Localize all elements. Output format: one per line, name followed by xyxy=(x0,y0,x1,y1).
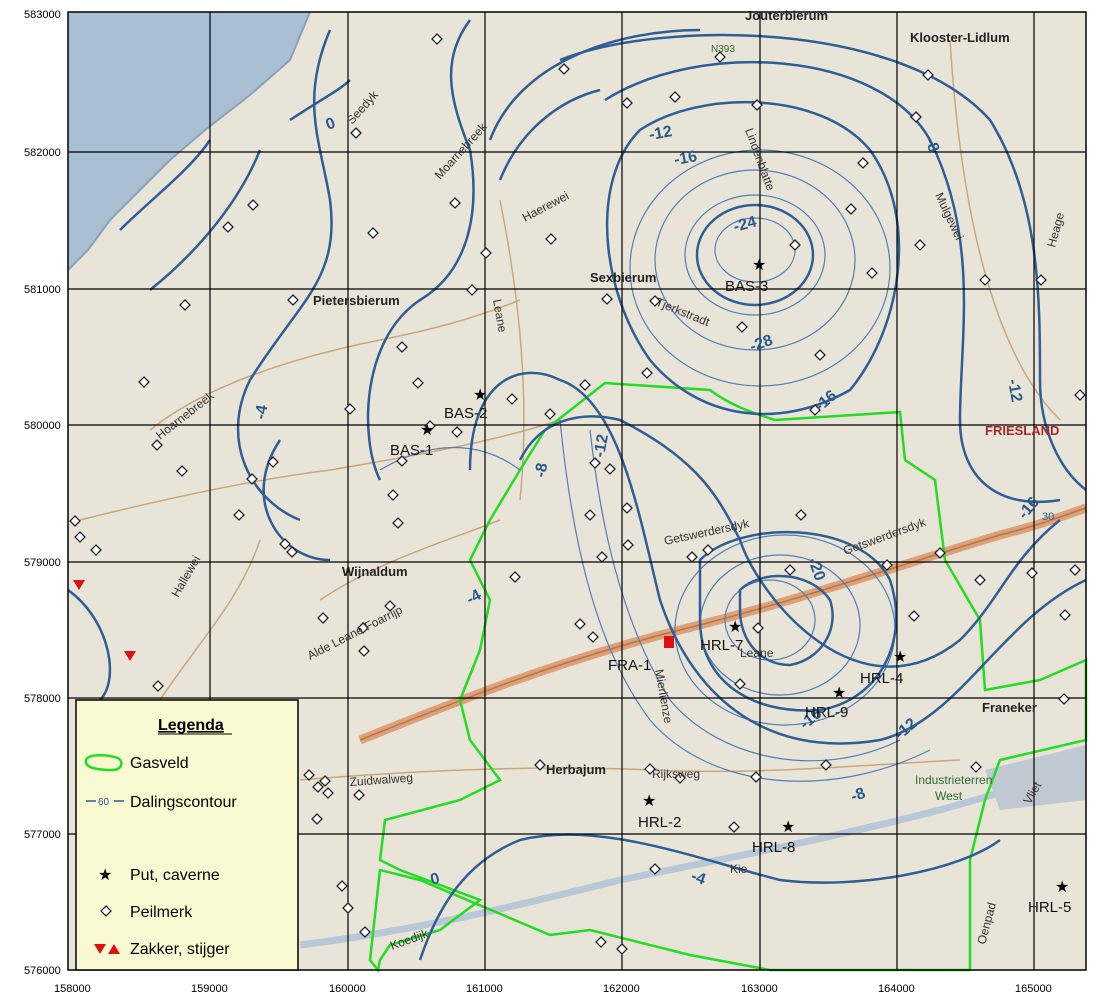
x-tick: 161000 xyxy=(466,983,503,995)
contour-label: -20 xyxy=(804,556,828,584)
canal xyxy=(299,761,1088,949)
x-tick: 162000 xyxy=(603,983,640,995)
place-sexbierum: Sexbierum xyxy=(590,270,656,285)
well-star: ★ xyxy=(473,385,487,404)
y-tick: 582000 xyxy=(24,147,61,159)
contour-label: -8 xyxy=(532,462,551,479)
benchmarks xyxy=(69,33,1086,955)
place-wijnaldum: Wijnaldum xyxy=(342,564,408,579)
x-tick: 165000 xyxy=(1015,983,1052,995)
place-pietersbierum: Pietersbierum xyxy=(313,293,400,308)
legend-benchmark: Peilmerk xyxy=(130,904,193,921)
contour-label: 0 xyxy=(429,870,442,889)
x-tick: 158000 xyxy=(54,983,91,995)
x-tick: 164000 xyxy=(878,983,915,995)
well-label-bas3: BAS-3 xyxy=(725,278,768,295)
place-top: Jouterbierum xyxy=(745,8,828,23)
well-label-bas1: BAS-1 xyxy=(390,442,433,459)
contour-label: -12 xyxy=(648,123,674,144)
well-label-hrl4: HRL-4 xyxy=(860,670,903,687)
legend-contour-sample: 60 xyxy=(98,797,110,808)
contour-label: -8 xyxy=(849,785,868,806)
legend-box xyxy=(75,699,299,971)
contour-label: -12 xyxy=(1004,378,1025,404)
x-tick: 160000 xyxy=(329,983,366,995)
legend-gas-field: Gasveld xyxy=(130,755,189,772)
legend-stijger-icon xyxy=(108,944,120,954)
y-tick: 578000 xyxy=(24,693,61,705)
x-tick: 159000 xyxy=(191,983,228,995)
legend-well: Put, caverne xyxy=(130,867,220,884)
y-tick: 579000 xyxy=(24,557,61,569)
y-tick: 576000 xyxy=(24,965,61,977)
road-lutsje-leane: Leane xyxy=(740,646,774,660)
place-herbajum: Herbajum xyxy=(546,762,606,777)
well-label-hrl8: HRL-8 xyxy=(752,839,795,856)
contour-label: -24 xyxy=(732,213,759,235)
place-klooster-lidlum: Klooster-Lidlum xyxy=(910,30,1010,45)
well-label-fra1: FRA-1 xyxy=(608,657,651,674)
map-frame xyxy=(67,11,1087,971)
subsidence-marker xyxy=(73,580,85,590)
well-label-hrl5: HRL-5 xyxy=(1028,899,1071,916)
place-west: West xyxy=(935,789,963,803)
industrial-water xyxy=(985,745,1086,810)
fra1-marker xyxy=(664,636,674,648)
well-star: ★ xyxy=(781,817,795,836)
contour-label: -16 xyxy=(673,148,699,169)
place-industrieterrein: Industrieterren xyxy=(915,773,992,787)
well-label-hrl2: HRL-2 xyxy=(638,814,681,831)
contour-label: -4 xyxy=(689,868,708,889)
place-franeker: Franeker xyxy=(982,700,1037,715)
well-star: ★ xyxy=(420,420,434,439)
legend-benchmark-icon xyxy=(100,905,112,917)
subsidence-marker xyxy=(124,651,136,661)
legend-gas-field-swatch xyxy=(84,754,123,772)
road-n393: N393 xyxy=(711,44,735,55)
legend-title: Legenda xyxy=(158,717,224,734)
well-star: ★ xyxy=(728,617,742,636)
subsidence-markers xyxy=(73,580,674,661)
well-label-bas2: BAS-2 xyxy=(444,405,487,422)
coastline xyxy=(67,11,311,271)
road-kie: Kie xyxy=(730,862,748,876)
legend: Legenda Gasveld 60 Dalingscontour ★ Put,… xyxy=(75,699,299,971)
well-star: ★ xyxy=(832,683,846,702)
legend-contour: Dalingscontour xyxy=(130,794,237,811)
road-30: 30 xyxy=(1042,511,1054,523)
y-tick: 577000 xyxy=(24,829,61,841)
legend-subsidence: Zakker, stijger xyxy=(130,941,230,958)
road-zuidwalweg: Zuidwalweg xyxy=(349,771,413,789)
well-star: ★ xyxy=(893,647,907,666)
place-friesland: FRIESLAND xyxy=(985,423,1059,438)
sea-area xyxy=(68,12,310,270)
contour-label: -8 xyxy=(921,136,942,155)
contour-label: -28 xyxy=(748,332,776,356)
well-star: ★ xyxy=(642,791,656,810)
wells: ★ ★ ★ ★ ★ ★ ★ ★ ★ xyxy=(420,255,1069,896)
contour-label: -4 xyxy=(252,404,271,421)
well-label-hrl9: HRL-9 xyxy=(805,704,848,721)
highway-edge xyxy=(359,507,1087,741)
legend-well-icon: ★ xyxy=(98,865,112,884)
y-tick: 580000 xyxy=(24,420,61,432)
y-tick: 581000 xyxy=(24,284,61,296)
y-tick: 583000 xyxy=(24,9,61,21)
well-star: ★ xyxy=(752,255,766,274)
well-label-hrl7: HRL-7 xyxy=(700,637,743,654)
road-rijksweg: Rijksweg xyxy=(652,767,700,781)
x-tick: 163000 xyxy=(741,983,778,995)
road-leane: Leane xyxy=(490,298,510,334)
legend-zakker-icon xyxy=(94,944,106,954)
contour-label: -12 xyxy=(591,433,612,459)
well-star: ★ xyxy=(1055,877,1069,896)
